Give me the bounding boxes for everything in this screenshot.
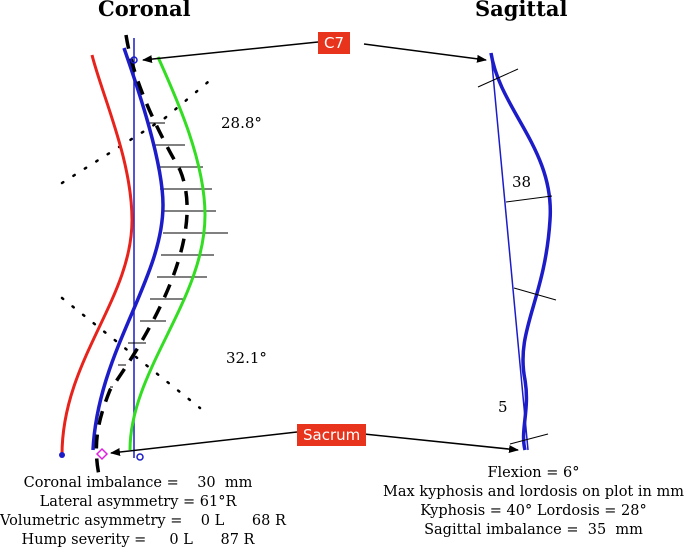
sagittal-title: Sagittal [475,0,568,21]
c7-marker-circle [130,56,138,64]
upper-cobb-angle: 28.8° [221,114,262,132]
arrows [110,41,519,456]
upper-angle-dotted-line-right [163,80,210,120]
lower-cobb-angle: 32.1° [226,349,267,367]
green-curve [128,56,207,451]
coronal-info: Coronal imbalance = 30 mm Lateral asymme… [0,474,286,550]
flexion: Flexion = 6° [487,465,580,481]
sagittal-kyphosis-label: 38 [512,173,532,191]
c7-arrow-right [363,43,487,63]
coronal-imbalance: Coronal imbalance = 30 mm [23,475,253,491]
sagittal-lordosis-label: 5 [498,398,508,416]
c7-arrow-left [142,41,319,64]
red-curve [60,54,134,456]
sagittal-imbalance: Sagittal imbalance = 35 mm [424,522,643,538]
sacrum-tag: Sacrum [297,424,367,446]
kyphosis-lordosis: Kyphosis = 40° Lordosis = 28° [420,503,647,519]
sagittal-curve [489,52,552,451]
sagittal-plumb-line [490,52,529,451]
volumetric-asymmetry: Volumetric asymmetry = 0 L 68 R [0,513,286,529]
dashed-curve [94,34,189,481]
lateral-asymmetry: Lateral asymmetry = 61°R [39,494,237,510]
c7-tag: C7 [318,32,351,54]
coronal-title: Coronal [98,0,191,21]
sacrum-marker-circle [136,453,144,461]
coronal-view [59,34,228,481]
hump-severity: Hump severity = 0 L 87 R [21,532,255,548]
lower-angle-dotted-line [60,296,202,410]
max-kyphosis-lordosis-note: Max kyphosis and lordosis on plot in mm [383,484,684,500]
sagittal-ticks [477,68,557,445]
sagittal-info: Flexion = 6° Max kyphosis and lordosis o… [382,464,685,540]
sacrum-arrow-left [110,431,298,456]
sacrum-diamond-icon [95,447,109,461]
sagittal-view [477,52,557,451]
sacrum-arrow-right [363,433,519,454]
blue-curve [91,47,165,451]
red-curve-end-dot [59,452,65,458]
